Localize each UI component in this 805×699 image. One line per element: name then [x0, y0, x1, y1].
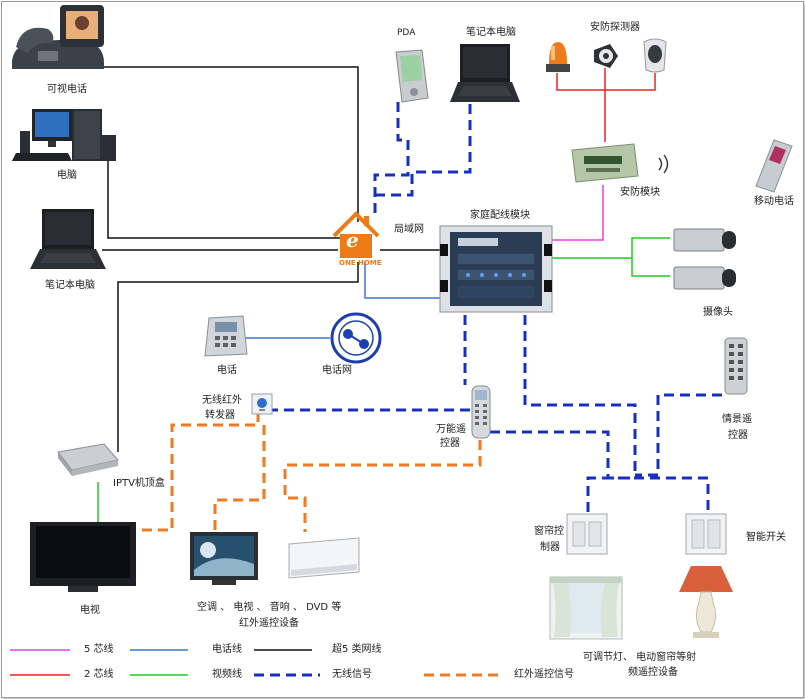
tv-label: 电视: [80, 605, 100, 616]
mobile-phone-label: 移动电话: [754, 196, 794, 207]
iptv-label: IPTV机顶盒: [113, 478, 165, 489]
legend-label-cat5: 超5 类网线: [332, 644, 382, 655]
curtain-window-icon: [548, 575, 624, 641]
phone-line-house: [364, 262, 440, 299]
ir-forwarder-label-2: 转发器: [205, 410, 235, 421]
mobile-phone-icon: [752, 138, 796, 194]
house-logo-icon: [330, 210, 382, 266]
telephone-label: 电话: [217, 365, 237, 376]
videophone-icon: [8, 3, 108, 75]
wireless-line-module-right: [523, 315, 637, 475]
ir-line-remote-devices: [283, 440, 482, 532]
ir-line-forwarder-tv: [135, 412, 260, 532]
ir-forwarder-icon: [251, 393, 273, 415]
home-module-label: 家庭配线模块: [470, 210, 530, 221]
five-core-line-security: [552, 185, 604, 241]
curtain-ctrl-label-2: 制器: [540, 542, 560, 553]
legend-label-video: 视频线: [212, 669, 242, 680]
wireless-line-scene: [635, 393, 722, 477]
dimmer-label-2: 频遥控设备: [628, 667, 678, 678]
scene-remote-icon: [722, 336, 750, 396]
two-core-line-detectors: [556, 73, 656, 91]
remote-control-icon: [470, 384, 492, 440]
wireless-line-bus: [586, 476, 710, 512]
curtain-ctrl-label-1: 窗帘控: [534, 526, 564, 537]
cat5-line-iptv: [117, 262, 359, 452]
camera-label: 摄像头: [703, 307, 733, 318]
laptop-icon: [30, 207, 108, 272]
wireless-line-laptop: [375, 104, 472, 197]
laptop-top-icon: [450, 42, 522, 104]
wall-switch-icon: [565, 512, 609, 556]
ir-line-forwarder-devices: [213, 425, 266, 532]
universal-remote-label-1: 万能遥: [436, 424, 466, 435]
cctv-camera-icon: [670, 225, 740, 257]
legend-label-phone: 电话线: [212, 644, 242, 655]
legend-label-ir: 红外遥控信号: [514, 669, 574, 680]
legend-label-wireless: 无线信号: [332, 669, 372, 680]
ir-tv-icon: [188, 530, 260, 586]
pda-icon: [388, 48, 430, 104]
ir-devices-label-1: 空调 、 电视 、 音响 、 DVD 等: [197, 602, 342, 613]
globe-network-icon: [330, 312, 382, 364]
dimmer-label-1: 可调节灯、 电动窗帘等射: [583, 652, 697, 663]
video-line-cameras-2: [631, 258, 670, 277]
patch-panel-icon: [438, 224, 554, 314]
cat5-line-desktop: [107, 160, 340, 239]
alarm-light-icon: [543, 40, 573, 74]
brand-logo-text: ONE HOME: [339, 259, 382, 267]
videophone-label: 可视电话: [47, 84, 87, 95]
universal-remote-label-2: 控器: [440, 438, 460, 449]
lan-label: 局域网: [394, 224, 424, 235]
siren-icon: [590, 40, 622, 72]
motion-sensor-icon: [640, 38, 670, 74]
pda-label: PDA: [397, 28, 416, 38]
wireless-signal-icon: [656, 152, 674, 176]
air-conditioner-icon: [287, 536, 361, 582]
video-line-cameras: [552, 237, 670, 259]
brand-letter: e: [346, 228, 359, 252]
cctv-camera-icon-2: [670, 263, 740, 295]
laptop-top-label: 笔记本电脑: [466, 27, 516, 38]
phone-network-label: 电话网: [322, 365, 352, 376]
security-detector-label: 安防探测器: [590, 22, 640, 33]
scene-remote-label-1: 情景遥: [722, 414, 752, 425]
security-module-label: 安防模块: [620, 187, 660, 198]
set-top-box-icon: [52, 440, 122, 478]
desk-phone-icon: [203, 312, 249, 360]
desktop-computer-icon: [10, 103, 118, 165]
scene-remote-label-2: 控器: [728, 430, 748, 441]
smart-switch-icon: [684, 512, 728, 556]
legend-label-five-core: 5 芯线: [84, 644, 114, 655]
cat5-line-videophone: [102, 66, 359, 222]
wireless-line-pda: [373, 102, 410, 215]
legend-swatches: [10, 649, 500, 677]
laptop-left-label: 笔记本电脑: [45, 280, 95, 291]
smart-switch-label: 智能开关: [746, 532, 786, 543]
legend-label-two-core: 2 芯线: [84, 669, 114, 680]
table-lamp-icon: [675, 562, 737, 642]
ir-devices-label-2: 红外遥控设备: [239, 618, 299, 629]
desktop-label: 电脑: [57, 170, 77, 181]
circuit-board-icon: [568, 142, 640, 184]
tv-icon: [28, 520, 138, 594]
ir-forwarder-label-1: 无线红外: [202, 395, 242, 406]
wireless-line-remote-right: [490, 430, 635, 480]
